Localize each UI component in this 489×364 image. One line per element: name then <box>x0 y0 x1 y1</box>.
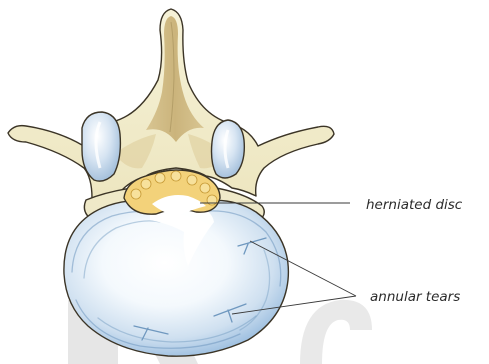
herniated-disc-label: herniated disc <box>366 197 463 213</box>
left-facet-joint <box>82 112 120 181</box>
right-facet-joint <box>212 120 245 178</box>
annular-tears-label: annular tears <box>370 289 460 305</box>
intervertebral-disc <box>64 200 288 356</box>
